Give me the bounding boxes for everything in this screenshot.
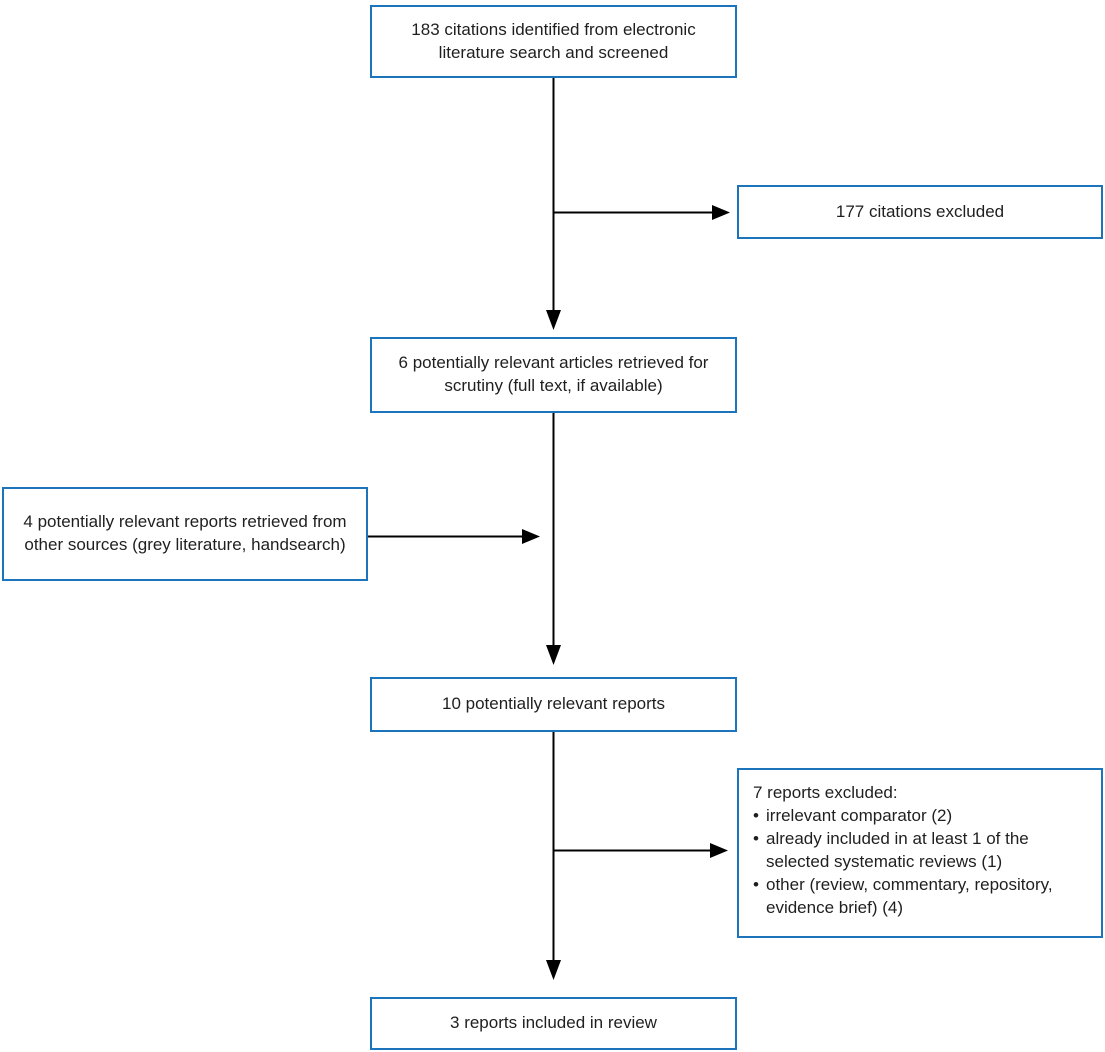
box-relevant-reports-text: 10 potentially relevant reports [441,694,666,714]
box-citations-identified-text: 183 citations identified from electronic… [411,19,696,62]
box-articles-retrieved-text: 6 potentially relevant articles retrieve… [398,353,709,395]
excluded-reason-item: • already included in at least 1 of the … [753,828,1089,874]
excluded-reasons-list: • irrelevant comparator (2) • already in… [753,805,1089,920]
box-other-sources: 4 potentially relevant reports retrieved… [2,487,368,581]
arrowhead-identified-to-retrieved [546,310,561,330]
box-articles-retrieved: 6 potentially relevant articles retrieve… [370,337,737,413]
box-reports-excluded-heading: 7 reports excluded: [753,783,898,802]
box-reports-included-text: 3 reports included in review [450,1013,657,1033]
arrowhead-reports-to-included [546,960,561,980]
arrowhead-retrieved-to-reports [546,645,561,665]
arrowhead-to-excluded-reports [710,843,728,858]
arrowhead-other-sources [522,529,540,544]
excluded-reason-text: irrelevant comparator (2) [766,805,953,825]
box-citations-excluded-text: 177 citations excluded [835,201,1005,221]
box-relevant-reports: 10 potentially relevant reports [370,677,737,732]
box-citations-excluded: 177 citations excluded [737,185,1103,239]
box-reports-excluded: 7 reports excluded: • irrelevant compara… [737,768,1103,938]
excluded-reason-item: • other (review, commentary, repository,… [753,874,1089,920]
bullet-icon: • [753,805,759,825]
excluded-reason-text: other (review, commentary, repository, e… [766,874,1053,917]
bullet-icon: • [753,874,759,894]
box-reports-included: 3 reports included in review [370,997,737,1050]
box-other-sources-text: 4 potentially relevant reports retrieved… [23,512,347,554]
arrowhead-to-excluded-citations [712,205,730,220]
excluded-reason-item: • irrelevant comparator (2) [753,805,1089,828]
bullet-icon: • [753,828,759,848]
box-citations-identified: 183 citations identified from electronic… [370,5,737,78]
excluded-reason-text: already included in at least 1 of the se… [766,828,1029,871]
box-reports-excluded-content: 7 reports excluded: • irrelevant compara… [753,782,1089,920]
